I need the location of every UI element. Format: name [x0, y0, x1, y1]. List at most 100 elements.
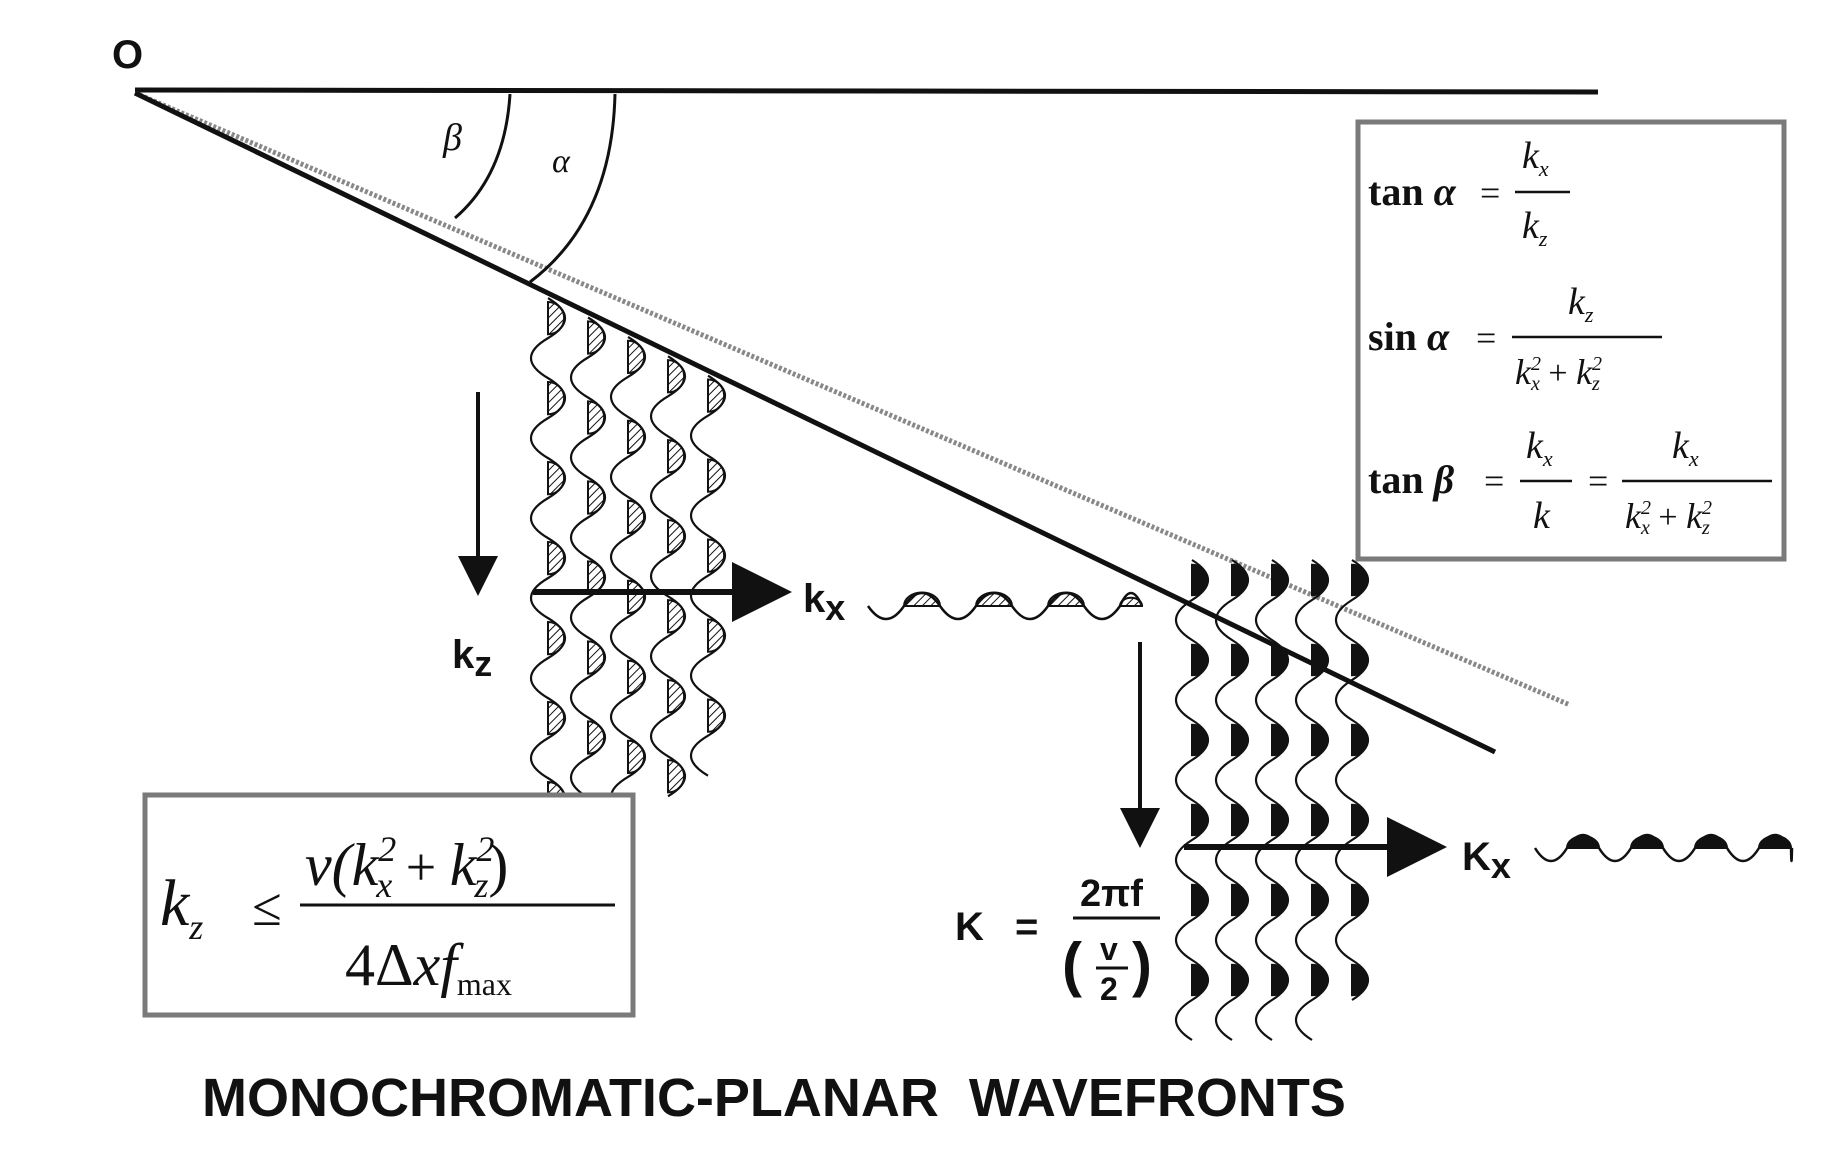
right-column-0-cap-2 — [1191, 643, 1209, 677]
wavenumber-den-v: v — [1100, 931, 1118, 967]
kz-label-left-sub: z — [474, 643, 492, 684]
wavenumber-eq: = — [1015, 905, 1038, 949]
right-column-4-cap-10 — [1351, 963, 1369, 997]
wavenumber-paren-left: ( — [1062, 931, 1082, 998]
left-column-4-cap-4 — [707, 538, 726, 573]
right-column-4-cap-4 — [1351, 723, 1369, 757]
right-column-4-cap-6 — [1351, 803, 1369, 837]
left-horizontal-cap-3 — [1118, 596, 1144, 607]
right-column-2-cap-8 — [1271, 883, 1289, 917]
left-horizontal-cap-2 — [1046, 591, 1086, 607]
left-column-2-cap-2 — [627, 419, 646, 455]
left-column-2-wave — [610, 335, 646, 818]
right-column-0-wave — [1174, 559, 1210, 1041]
tan-beta-den1: k — [1533, 495, 1551, 537]
tan-beta-eq1: = — [1484, 461, 1504, 501]
tan-alpha-eq: = — [1480, 173, 1500, 213]
left-column-2-cap-6 — [627, 579, 646, 615]
alpha-label: α — [552, 143, 571, 180]
right-horizontal-cap-2 — [1693, 835, 1729, 849]
left-column-1-cap-10 — [587, 720, 606, 755]
right-column-1-cap-6 — [1231, 803, 1249, 837]
wavenumber-lhs: K — [955, 905, 984, 949]
left-column-0-cap-8 — [547, 620, 566, 656]
left-column-2-cap-0 — [627, 339, 646, 375]
beta-arc — [454, 93, 512, 220]
left-column-2-cap-10 — [627, 739, 646, 775]
right-column-3-cap-2 — [1311, 643, 1329, 677]
left-column-3-cap-2 — [667, 439, 686, 474]
left-column-4-cap-2 — [707, 458, 726, 493]
left-column-1-cap-2 — [587, 400, 606, 435]
kz-label-left: kz — [452, 633, 492, 684]
wavenumber-numerator: 2πf — [1080, 873, 1143, 915]
left-column-3-cap-8 — [667, 679, 686, 714]
left-column-2-cap-4 — [627, 499, 646, 535]
beta-label: β — [442, 117, 462, 159]
left-column-1-wave — [570, 316, 606, 799]
kx-label-left: kx — [803, 577, 845, 628]
kx-label-right: Kx — [1462, 835, 1511, 886]
right-column-1-wave — [1214, 559, 1250, 1041]
right-column-3-cap-8 — [1311, 883, 1329, 917]
left-column-3-wave — [650, 355, 686, 798]
tan-beta-eq2: = — [1588, 461, 1608, 501]
left-wavefront-grid — [530, 297, 726, 820]
right-column-3-cap-0 — [1311, 563, 1329, 597]
right-column-4-cap-8 — [1351, 883, 1369, 917]
tan-alpha-lhs: tan α — [1368, 169, 1457, 214]
left-horizontal-cap-1 — [974, 591, 1014, 607]
origin-label: O — [112, 33, 143, 77]
sin-alpha-lhs: sin α — [1368, 314, 1450, 359]
left-column-0-cap-0 — [547, 300, 566, 336]
dip-line — [133, 90, 1497, 755]
right-column-4-wave — [1334, 559, 1370, 1001]
left-column-1-cap-0 — [587, 320, 606, 355]
right-column-1-cap-0 — [1231, 563, 1249, 597]
left-column-4-cap-6 — [707, 618, 726, 653]
right-column-2-wave — [1254, 559, 1290, 1041]
right-column-0-cap-0 — [1191, 563, 1209, 597]
left-column-4-cap-8 — [707, 698, 726, 733]
left-column-3-cap-0 — [667, 359, 686, 394]
right-horizontal-cap-3 — [1757, 835, 1793, 849]
diagram-title: MONOCHROMATIC-PLANAR WAVEFRONTS — [202, 1068, 1346, 1128]
right-column-3-wave — [1294, 559, 1330, 1041]
wavenumber-paren-right: ) — [1132, 931, 1152, 998]
right-horizontal-wave-caps — [1565, 835, 1793, 849]
right-column-3-cap-4 — [1311, 723, 1329, 757]
left-horizontal-cap-0 — [902, 591, 942, 607]
right-horizontal-cap-0 — [1565, 835, 1601, 849]
kz-limit-rel: ≤ — [252, 877, 282, 937]
left-column-3-cap-4 — [667, 519, 686, 554]
right-column-0-cap-6 — [1191, 803, 1209, 837]
left-column-4-cap-0 — [707, 378, 726, 413]
right-column-2-cap-4 — [1271, 723, 1289, 757]
right-column-1-cap-2 — [1231, 643, 1249, 677]
left-horizontal-wave-caps — [902, 591, 1144, 607]
left-column-2-cap-8 — [627, 659, 646, 695]
right-horizontal-cap-1 — [1629, 835, 1665, 849]
right-column-2-cap-2 — [1271, 643, 1289, 677]
kz-label-left-text: k — [452, 633, 475, 677]
right-column-4-cap-0 — [1351, 563, 1369, 597]
sin-alpha-eq: = — [1476, 318, 1496, 358]
alpha-arc — [529, 93, 617, 284]
left-column-1-cap-6 — [587, 560, 606, 595]
right-column-3-cap-10 — [1311, 963, 1329, 997]
left-column-1-cap-4 — [587, 480, 606, 515]
tan-beta-lhs: tan β — [1368, 457, 1455, 502]
right-column-4-cap-2 — [1351, 643, 1369, 677]
right-column-1-cap-10 — [1231, 963, 1249, 997]
right-column-1-cap-8 — [1231, 883, 1249, 917]
right-column-2-cap-6 — [1271, 803, 1289, 837]
right-column-0-cap-10 — [1191, 963, 1209, 997]
right-column-0-cap-4 — [1191, 723, 1209, 757]
right-wavefront-grid — [1174, 559, 1370, 1041]
